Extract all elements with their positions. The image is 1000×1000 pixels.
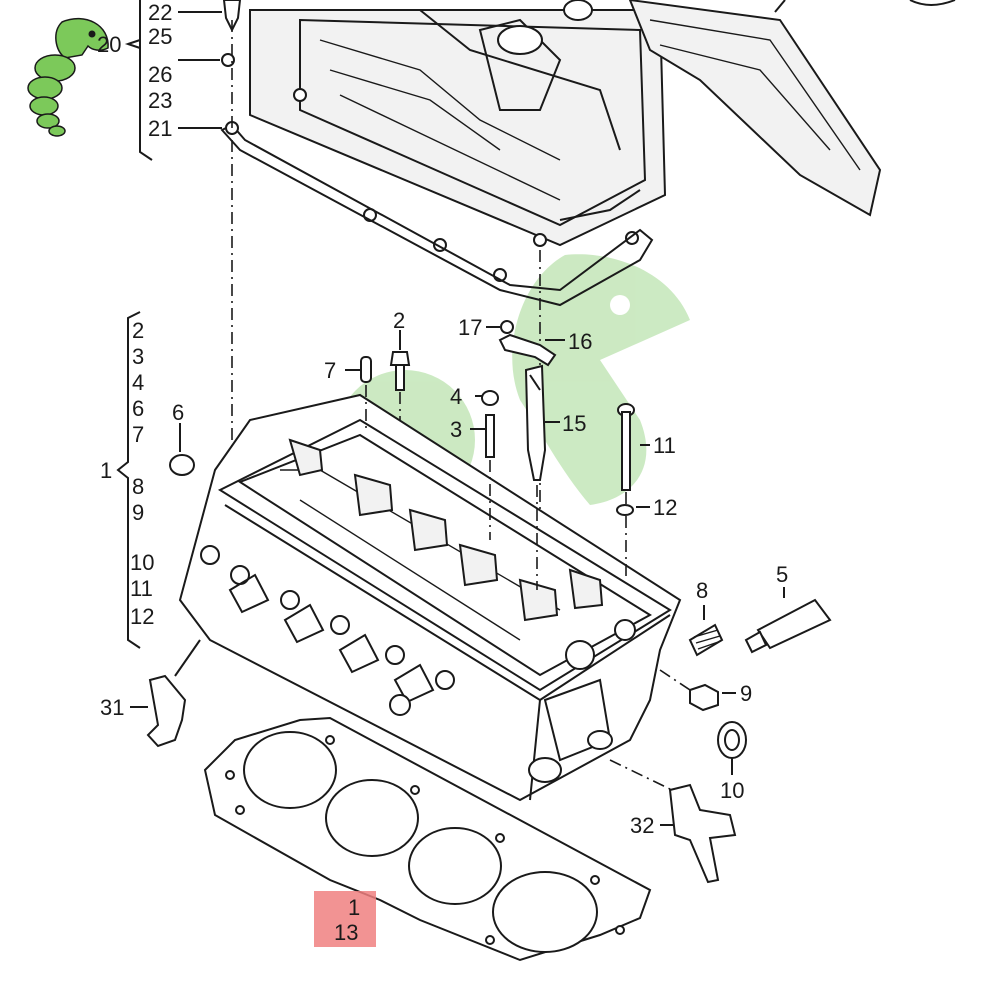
cylinder-head-gasket bbox=[203, 716, 652, 962]
callout-10: 10 bbox=[720, 778, 744, 803]
callout-11: 11 bbox=[653, 433, 676, 458]
valve-cover-gasket bbox=[220, 123, 654, 307]
callout-2: 2 bbox=[393, 308, 405, 333]
group-item-9: 9 bbox=[132, 500, 144, 525]
part-15-injector bbox=[524, 364, 560, 590]
part-8-spring bbox=[688, 605, 724, 657]
part-10-seal bbox=[717, 721, 747, 775]
group-item-12: 12 bbox=[130, 604, 154, 629]
valve-cover bbox=[249, 0, 667, 282]
group-item-4: 4 bbox=[132, 370, 144, 395]
part-2-bolt bbox=[389, 330, 411, 420]
group-item-2: 2 bbox=[132, 318, 144, 343]
group-item-3: 3 bbox=[132, 344, 144, 369]
part-4-nut bbox=[475, 390, 499, 406]
callout-22: 22 bbox=[148, 0, 172, 25]
part-12-washer bbox=[616, 504, 650, 516]
callout-23: 23 bbox=[148, 88, 172, 113]
group-item-11: 11 bbox=[130, 576, 153, 601]
callout-32: 32 bbox=[630, 813, 654, 838]
callout-8: 8 bbox=[696, 578, 708, 603]
group-item-8: 8 bbox=[132, 474, 144, 499]
leader-26 bbox=[178, 53, 235, 67]
callout-26: 26 bbox=[148, 62, 172, 87]
group-item-6: 6 bbox=[132, 396, 144, 421]
callout-7: 7 bbox=[324, 358, 336, 383]
part-16-clamp bbox=[498, 333, 565, 367]
callout-16: 16 bbox=[568, 329, 592, 354]
part-32-bracket bbox=[609, 759, 737, 884]
callout-31: 31 bbox=[100, 695, 124, 720]
bracket-group-1 bbox=[116, 311, 141, 649]
callout-12: 12 bbox=[653, 495, 677, 520]
cylinder-head bbox=[178, 393, 682, 802]
part-6-oring bbox=[169, 423, 195, 476]
bracket-group-20 bbox=[124, 0, 153, 161]
leader-22 bbox=[178, 0, 242, 33]
callout-1: 1 bbox=[100, 458, 112, 483]
group-item-10: 10 bbox=[130, 550, 154, 575]
leader-21 bbox=[178, 121, 239, 135]
part-3-stud bbox=[470, 414, 495, 540]
caterpillar-logo-icon bbox=[27, 17, 109, 137]
callout-20: 20 bbox=[97, 32, 121, 57]
callout-5: 5 bbox=[776, 562, 788, 587]
callout-15: 15 bbox=[562, 411, 586, 436]
part-13-highlight bbox=[314, 891, 376, 947]
cover-corner-part bbox=[909, 0, 956, 6]
part-11-bolt bbox=[617, 403, 650, 580]
callout-21: 21 bbox=[148, 116, 172, 141]
part-17-bolt bbox=[486, 320, 514, 334]
callout-17: 17 bbox=[458, 315, 482, 340]
group-item-7: 7 bbox=[132, 422, 144, 447]
callout-25: 25 bbox=[148, 24, 172, 49]
part-31-bracket bbox=[130, 639, 201, 748]
cover-side-shield bbox=[628, 0, 882, 217]
callout-4: 4 bbox=[450, 384, 462, 409]
part-5-sealant-tube bbox=[744, 587, 832, 654]
callout-13: 13 bbox=[334, 920, 358, 945]
callout-9: 9 bbox=[740, 681, 752, 706]
callout-3: 3 bbox=[450, 417, 462, 442]
part-7-pin bbox=[345, 356, 372, 430]
callout-6: 6 bbox=[172, 400, 184, 425]
callout-13-top: 1 bbox=[348, 895, 360, 920]
part-9-plug bbox=[659, 669, 736, 712]
